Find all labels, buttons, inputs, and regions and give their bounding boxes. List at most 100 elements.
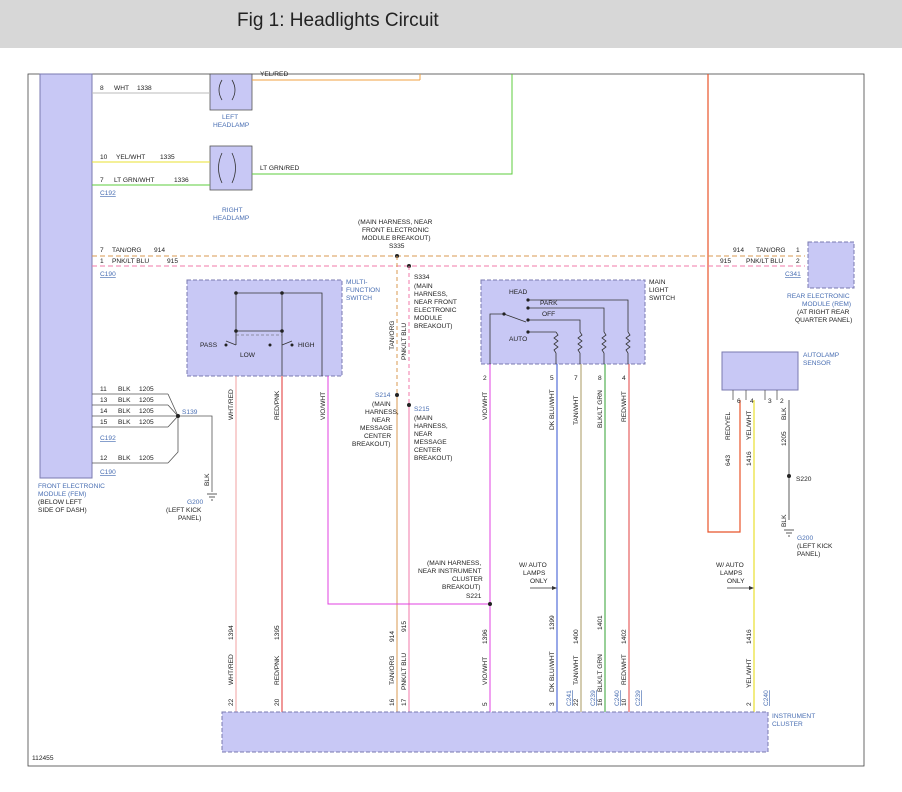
auto-lamps-note-2-line1: W/ AUTO bbox=[716, 562, 744, 569]
blk-lt-grn-vertical-label: BLK/LT GRN bbox=[597, 390, 604, 428]
s334-splice-label: S334 bbox=[414, 274, 430, 281]
ground-pin11: 11 bbox=[100, 386, 107, 393]
s214-splice-dot bbox=[395, 393, 399, 397]
cluster-pin-22-b: 22 bbox=[573, 698, 580, 706]
ground-wire12-circuit: 1205 bbox=[139, 455, 154, 462]
g200-autolamp-note-1: (LEFT KICK bbox=[797, 543, 833, 550]
s220-splice-label: S220 bbox=[796, 476, 812, 483]
left-headlamp-pin8: 8 bbox=[100, 85, 104, 92]
mls-head-label: HEAD bbox=[509, 289, 528, 296]
right-headlamp-wire10-color: YEL/WHT bbox=[116, 154, 145, 161]
mfs-pass-blade bbox=[225, 340, 237, 346]
ground-pin12: 12 bbox=[100, 455, 108, 462]
fem-label-3: (BELOW LEFT bbox=[38, 499, 82, 506]
pnk-lt-blu-vertical-label: PNK/LT BLU bbox=[401, 323, 408, 360]
wht-red-vertical-label: WHT/RED bbox=[228, 389, 235, 420]
lower-red-wht-label: RED/WHT bbox=[621, 654, 628, 685]
mfs-node-3 bbox=[234, 329, 238, 333]
yel-wht-vertical-label: YEL/WHT bbox=[746, 411, 753, 440]
rear-electronic-module bbox=[807, 241, 855, 289]
ground-wire12-color: BLK bbox=[118, 455, 131, 462]
s215-splice-dot bbox=[407, 403, 411, 407]
cluster-circuit-1401: 1401 bbox=[597, 615, 604, 630]
mfs-pass-contact bbox=[224, 343, 228, 347]
rem-pin2: 2 bbox=[796, 258, 800, 265]
mls-pin-7: 7 bbox=[574, 375, 578, 382]
s214-note-1: (MAIN bbox=[372, 401, 391, 408]
mfs-node-2 bbox=[280, 291, 284, 295]
ground-c192-label: C192 bbox=[100, 435, 116, 442]
red-yel-vertical-label: RED/YEL bbox=[725, 411, 732, 440]
rem-circuit-915: 915 bbox=[720, 258, 731, 265]
autolamp-label-1: AUTOLAMP bbox=[803, 352, 840, 359]
cluster-circuit-1394: 1394 bbox=[228, 625, 235, 640]
lower-blk-lt-grn-label: BLK/LT GRN bbox=[597, 654, 604, 692]
cluster-connector-c240-b: C240 bbox=[763, 690, 770, 706]
cluster-pin-17: 17 bbox=[401, 698, 408, 706]
g200-autolamp-note-2: PANEL) bbox=[797, 551, 820, 558]
mls-auto-label: AUTO bbox=[509, 336, 527, 343]
left-headlamp-wire8-circuit: 1338 bbox=[137, 85, 152, 92]
dk-blu-wht-vertical-label: DK BLU/WHT bbox=[549, 389, 556, 430]
mls-label-3: SWITCH bbox=[649, 295, 675, 302]
lt-grn-red-wire bbox=[252, 74, 513, 175]
instrument-cluster bbox=[221, 711, 769, 753]
cluster-connector-c239-a: C239 bbox=[590, 690, 597, 706]
ground-wire-bundle bbox=[92, 393, 213, 492]
fem-wire7-circuit: 914 bbox=[154, 247, 165, 254]
s139-splice-label: S139 bbox=[182, 409, 198, 416]
figure-id: 112455 bbox=[32, 755, 54, 762]
mfs-node-1 bbox=[234, 291, 238, 295]
cluster-connector-c240-a: C240 bbox=[614, 690, 621, 706]
s220-splice-dot bbox=[787, 474, 791, 478]
cluster-pin-10: 10 bbox=[621, 698, 628, 706]
ground-wire11-color: BLK bbox=[118, 386, 131, 393]
auto-lamps-note-1-line3: ONLY bbox=[530, 578, 548, 585]
mls-off-contact bbox=[526, 318, 530, 322]
fem-label-1: FRONT ELECTRONIC bbox=[38, 483, 105, 490]
circuit-1416-upper-label: 1416 bbox=[746, 451, 753, 466]
s215-note-1: (MAIN bbox=[414, 415, 433, 422]
left-headlamp-wire8-color: WHT bbox=[114, 85, 129, 92]
rem-label-2: MODULE (REM) bbox=[802, 301, 851, 308]
main-light-switch bbox=[480, 279, 646, 365]
mfs-high-label: HIGH bbox=[298, 342, 315, 349]
red-pnk-vertical-label: RED/PNK bbox=[274, 390, 281, 420]
fem-pin1: 1 bbox=[100, 258, 104, 265]
lower-yel-wht-label: YEL/WHT bbox=[746, 659, 753, 688]
s139-splice-dot bbox=[176, 414, 180, 418]
cluster-pin-22-a: 22 bbox=[228, 698, 235, 706]
auto-lamps-note-1-line1: W/ AUTO bbox=[519, 562, 547, 569]
s215-note-6: BREAKOUT) bbox=[414, 455, 452, 462]
rem-label-3: (AT RIGHT REAR bbox=[797, 309, 850, 316]
autolamp-pin2: 2 bbox=[780, 398, 784, 405]
s221-splice-label: S221 bbox=[466, 593, 482, 600]
autolamp-label-2: SENSOR bbox=[803, 360, 831, 367]
fem-pin7: 7 bbox=[100, 247, 104, 254]
cluster-circuit-1396: 1396 bbox=[482, 629, 489, 644]
cluster-connector-c241: C241 bbox=[566, 690, 573, 706]
auto-lamps-note-2-line2: LAMPS bbox=[720, 570, 743, 577]
red-yel-643-wire bbox=[707, 74, 741, 533]
rem-color-915: PNK/LT BLU bbox=[746, 258, 783, 265]
left-headlamp-top-wire-label: YEL/RED bbox=[260, 71, 288, 78]
right-headlamp-wire7-circuit: 1336 bbox=[174, 177, 189, 184]
s334-note-3: NEAR FRONT bbox=[414, 299, 457, 306]
mls-pin-2: 2 bbox=[483, 375, 487, 382]
left-headlamp bbox=[209, 73, 253, 111]
cluster-label-1: INSTRUMENT bbox=[772, 713, 815, 720]
s221-note-1: (MAIN HARNESS, bbox=[427, 560, 481, 567]
mls-park-contact bbox=[526, 306, 530, 310]
front-electronic-module bbox=[39, 73, 93, 479]
mls-park-label: PARK bbox=[540, 300, 558, 307]
lower-dk-blu-wht-label: DK BLU/WHT bbox=[549, 651, 556, 692]
g200-ground-icon bbox=[207, 493, 217, 501]
right-headlamp bbox=[209, 145, 253, 191]
lt-grn-red-wire-label: LT GRN/RED bbox=[260, 165, 300, 172]
s214-note-3: NEAR bbox=[372, 417, 391, 424]
right-headlamp-pin7: 7 bbox=[100, 177, 104, 184]
cluster-circuit-1402: 1402 bbox=[621, 629, 628, 644]
fem-label-2: MODULE (FEM) bbox=[38, 491, 86, 498]
cluster-circuit-1416: 1416 bbox=[746, 629, 753, 644]
s334-note-4: ELECTRONIC bbox=[414, 307, 457, 314]
